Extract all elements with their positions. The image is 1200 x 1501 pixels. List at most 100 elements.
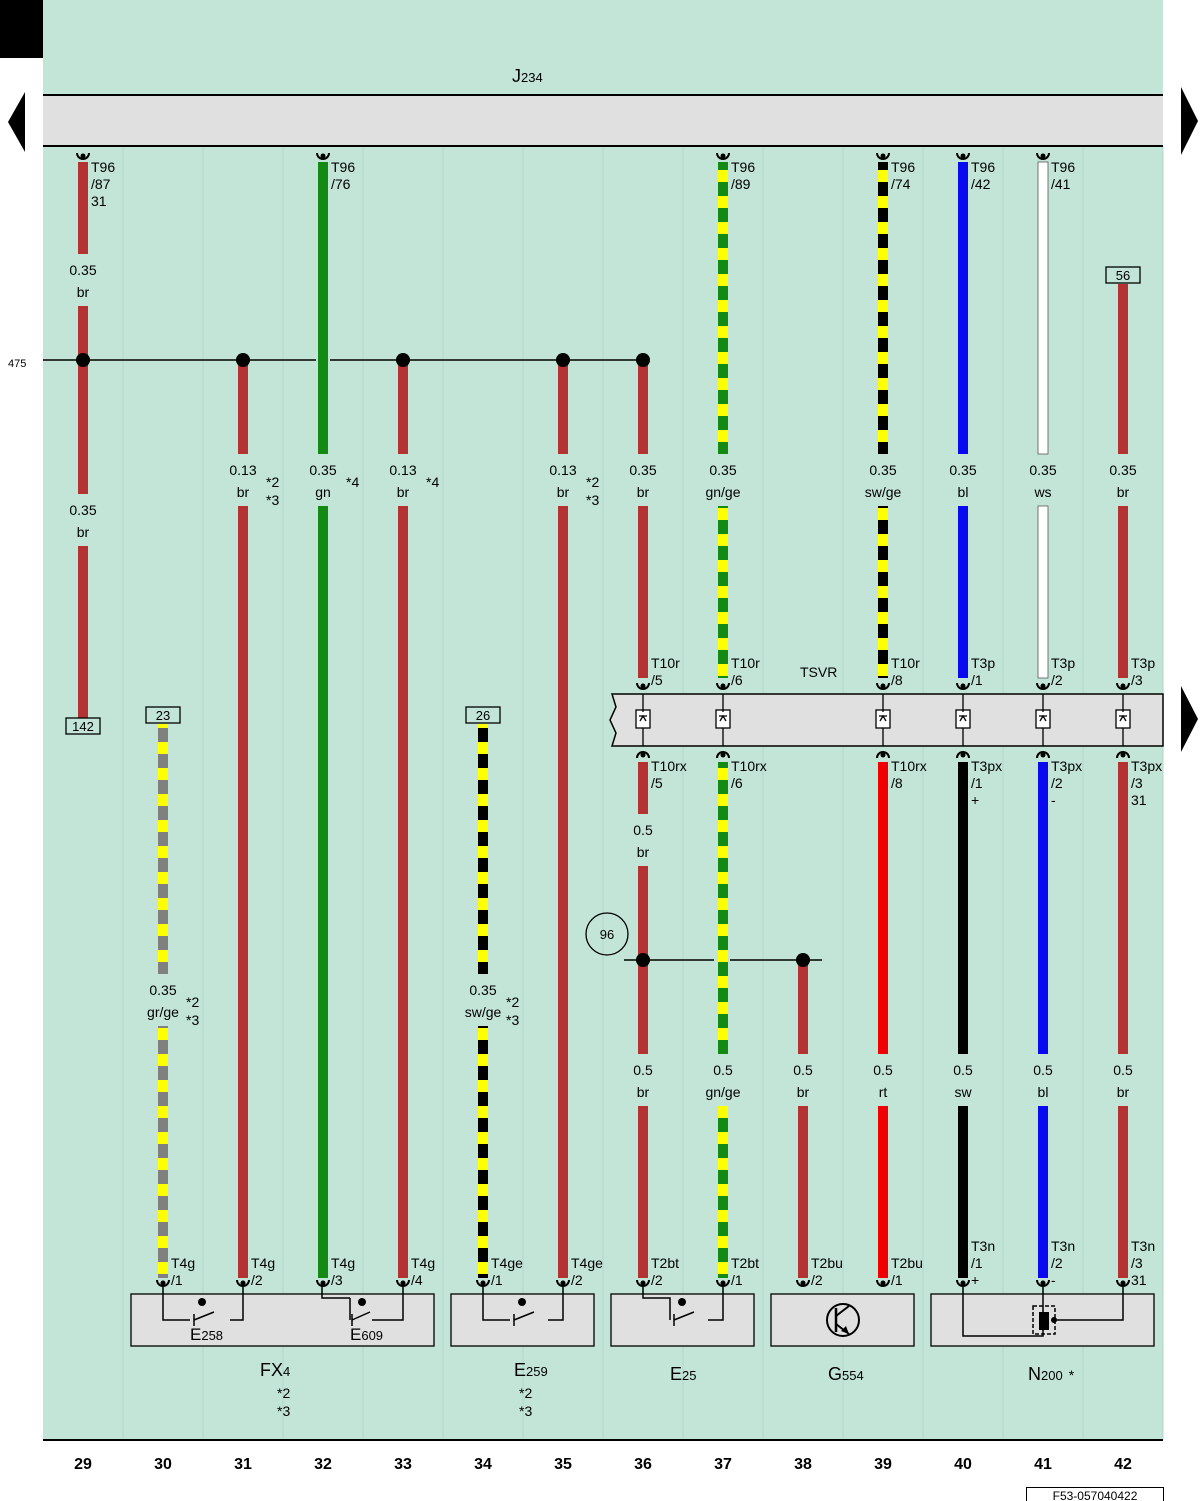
wire-35-seg-bot[interactable] [558, 506, 568, 1278]
bpin-41-c: - [1051, 1272, 1056, 1288]
wire-32-seg-top[interactable] [318, 162, 328, 454]
pin-cup-icon [876, 682, 890, 690]
wire-39-seg-b[interactable] [878, 506, 888, 678]
wire-39-seg-c[interactable] [878, 762, 888, 1054]
wire-30-seg-bot[interactable] [158, 1026, 168, 1278]
wire-42-seg-a[interactable] [1118, 284, 1128, 454]
w37-mid-top-b: /6 [731, 672, 743, 688]
station-terminal[interactable] [635, 709, 651, 729]
wire-40-seg-b[interactable] [958, 506, 968, 678]
w36-color-2: br [637, 844, 650, 860]
bpin-42-b: /3 [1131, 1255, 1143, 1271]
wire-42-seg-d[interactable] [1118, 1106, 1128, 1278]
wire-35-seg-top[interactable] [558, 360, 568, 454]
prev-page-arrow-icon[interactable] [8, 92, 25, 152]
wire-32-seg-bot[interactable] [318, 506, 328, 1278]
bpin-40-a: T3n [971, 1238, 995, 1254]
wire-40-seg-a[interactable] [958, 162, 968, 454]
wire-40-seg-c[interactable] [958, 762, 968, 1054]
wire-29-seg-top[interactable] [78, 162, 88, 254]
fx4-note-2: *3 [277, 1403, 290, 1419]
wire-34-seg-top[interactable] [478, 724, 488, 974]
wire-37-seg-d[interactable] [718, 1106, 728, 1278]
pin-cup-icon [1036, 751, 1050, 759]
w32-note: *4 [346, 474, 359, 490]
w41-color-1: ws [1033, 484, 1051, 500]
ref-box-26[interactable] [465, 706, 501, 724]
ref-box-56[interactable] [1105, 266, 1141, 284]
bpin-30-b: /1 [171, 1272, 183, 1288]
column-number: 33 [394, 1456, 412, 1473]
wire-33-seg-top[interactable] [398, 360, 408, 454]
w37-color-1: gn/ge [705, 484, 740, 500]
w35-color: br [557, 484, 570, 500]
wire-42-seg-b[interactable] [1118, 506, 1128, 678]
w36-color-1: br [637, 484, 650, 500]
wire-37-seg-c[interactable] [718, 762, 728, 1054]
bpin-42-c: 31 [1131, 1272, 1147, 1288]
station-terminal[interactable] [875, 709, 891, 729]
e258-switch-icon [162, 1284, 244, 1326]
wire-37-seg-b[interactable] [718, 506, 728, 678]
pin-cup-icon [716, 682, 730, 690]
wire-36-seg-a[interactable] [638, 360, 648, 454]
wire-31-seg-top[interactable] [238, 360, 248, 454]
w37-color-2: gn/ge [705, 1084, 740, 1100]
w39-mid-top-b: /8 [891, 672, 903, 688]
wire-39-seg-d[interactable] [878, 1106, 888, 1278]
wire-30-seg-top[interactable] [158, 724, 168, 974]
wire-29-seg-mid[interactable] [78, 306, 88, 494]
pin-40-a: T96 [971, 159, 995, 175]
w32-color: gn [315, 484, 331, 500]
station-terminal[interactable] [715, 709, 731, 729]
station-terminal[interactable] [1035, 709, 1051, 729]
wire-31-seg-bot[interactable] [238, 506, 248, 1278]
wire-37-seg-a[interactable] [718, 162, 728, 454]
w36-size-2: 0.5 [633, 822, 653, 838]
station-terminal[interactable] [1115, 709, 1131, 729]
wire-41-seg-c[interactable] [1038, 762, 1048, 1054]
pin-39-b: /74 [891, 176, 911, 192]
wire-34-seg-bot[interactable] [478, 1026, 488, 1278]
wire-41-seg-b[interactable] [1037, 505, 1049, 679]
wire-41-seg-d[interactable] [1038, 1106, 1048, 1278]
ref-box-142[interactable] [65, 717, 101, 735]
wire-38-seg-top[interactable] [798, 960, 808, 1054]
wire-39-seg-a[interactable] [878, 162, 888, 454]
ref-26-label: 26 [476, 708, 490, 723]
column-guides [122, 146, 1164, 1440]
wire-36-seg-c[interactable] [638, 762, 648, 814]
wire-38-seg-bot[interactable] [798, 1106, 808, 1278]
column-number: 41 [1034, 1456, 1052, 1473]
w33-note: *4 [426, 474, 439, 490]
bpin-33-a: T4g [411, 1255, 435, 1271]
wire-36-seg-b[interactable] [638, 506, 648, 678]
wire-41-seg-a[interactable] [1037, 161, 1049, 455]
wire-29-seg-bot[interactable] [78, 546, 88, 718]
w31-note-2: *3 [266, 492, 279, 508]
station-terminal[interactable] [955, 709, 971, 729]
pin-40-b: /42 [971, 176, 991, 192]
wire-33-seg-bot[interactable] [398, 506, 408, 1278]
w34-color: sw/ge [465, 1004, 502, 1020]
pin-cup-icon [76, 152, 90, 160]
e259-label: E259 [514, 1360, 548, 1380]
w41-mid-top-a: T3p [1051, 655, 1075, 671]
continue-arrow-icon[interactable] [1181, 686, 1198, 752]
ref-box-23[interactable] [145, 706, 181, 724]
pin-32-b: /76 [331, 176, 351, 192]
wire-40-seg-d[interactable] [958, 1106, 968, 1278]
fx4-label: FX4 [260, 1360, 290, 1380]
bpin-42-a: T3n [1131, 1238, 1155, 1254]
w42-color-1: br [1117, 484, 1130, 500]
w37-size-2: 0.5 [713, 1062, 733, 1078]
next-page-arrow-icon[interactable] [1181, 87, 1198, 155]
w41-mid-bot-c: - [1051, 792, 1056, 808]
wire-42-seg-c[interactable] [1118, 762, 1128, 1054]
w39-size-1: 0.35 [869, 462, 896, 478]
pin-cup-icon [316, 152, 330, 160]
column-number: 32 [314, 1456, 332, 1473]
wire-36-seg-e[interactable] [638, 1106, 648, 1278]
column-number: 36 [634, 1456, 652, 1473]
component-g554-box[interactable] [770, 1293, 915, 1347]
